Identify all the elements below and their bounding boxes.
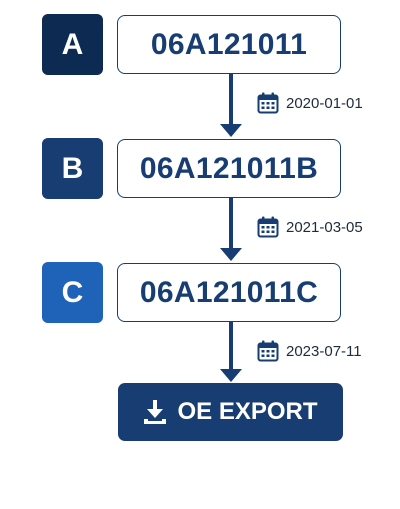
date-text: 2020-01-01	[286, 94, 363, 112]
connector-line-b-c	[229, 198, 233, 250]
arrow-down-icon	[220, 124, 242, 137]
supersession-badge-c: C	[42, 262, 103, 323]
supersession-badge-a: A	[42, 14, 103, 75]
change-date-b-c: 2021-03-05	[257, 216, 363, 238]
export-label: OE EXPORT	[177, 398, 318, 425]
date-text: 2023-07-11	[286, 342, 362, 360]
part-number-c[interactable]: 06A121011C	[117, 263, 341, 322]
change-date-a-b: 2020-01-01	[257, 92, 363, 114]
supersession-badge-b: B	[42, 138, 103, 199]
oe-export-button[interactable]: OE EXPORT	[118, 383, 343, 441]
connector-line-c-export	[229, 322, 233, 371]
date-text: 2021-03-05	[286, 218, 363, 236]
change-date-c-export: 2023-07-11	[257, 340, 362, 362]
connector-line-a-b	[229, 74, 233, 126]
arrow-down-icon	[220, 248, 242, 261]
download-icon	[143, 399, 167, 425]
part-number-a[interactable]: 06A121011	[117, 15, 341, 74]
calendar-icon	[257, 340, 279, 362]
calendar-icon	[257, 92, 279, 114]
part-number-b[interactable]: 06A121011B	[117, 139, 341, 198]
arrow-down-icon	[220, 369, 242, 382]
calendar-icon	[257, 216, 279, 238]
